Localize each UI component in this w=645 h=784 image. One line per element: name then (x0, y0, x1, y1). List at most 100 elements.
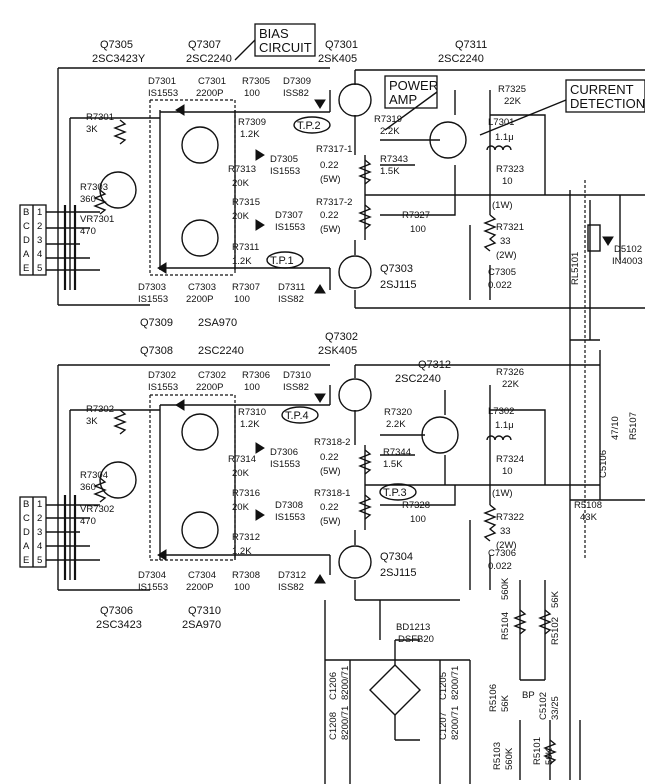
c5106-value: 47/10 (610, 416, 621, 440)
diode-d7302-symbol (175, 399, 185, 411)
r7316-value: 20K (232, 502, 250, 513)
r7327-value: 100 (410, 224, 426, 235)
r5102-label: R5102 (550, 617, 561, 645)
r7344-label: R7344 (383, 447, 411, 458)
q7309-type: 2SA970 (198, 317, 237, 329)
r7312-value: 1.2K (232, 546, 252, 557)
q7312-label: Q7312 (418, 359, 451, 371)
bias-callout-line2: CIRCUIT (259, 40, 312, 55)
bp-label: BP (522, 690, 535, 701)
r5103-label: R5103 (492, 742, 503, 770)
r7303-label: R7303 (80, 182, 108, 193)
num-top-2: 2 (37, 221, 42, 232)
r7304-label: R7304 (80, 470, 108, 481)
r5108-value: 43K (580, 512, 598, 523)
c1205-label: C1205 (438, 672, 449, 700)
fet-q7303-symbol (338, 255, 372, 289)
diodes (157, 99, 614, 584)
q7311-label: Q7311 (455, 39, 487, 51)
resistor-r7318-1-symbol (358, 494, 372, 520)
c7305-value: 0.022 (488, 280, 512, 291)
r7321-label: R7321 (496, 222, 524, 233)
inductors (486, 145, 601, 441)
tp3-ellipse (379, 483, 417, 501)
c7306-label: C7306 (488, 548, 516, 559)
q7310-type: 2SA970 (182, 619, 221, 631)
q7307-label: Q7307 (188, 39, 221, 51)
r7317-1-label: R7317-1 (316, 144, 352, 155)
r7314-value: 20K (232, 468, 250, 479)
transistor-q7310-symbol (181, 511, 219, 549)
r7301-label: R7301 (86, 112, 114, 123)
resistor-r7318-2-symbol (358, 449, 372, 475)
r7317-2-label: R7317-2 (316, 197, 352, 208)
r7314-label: R7314 (228, 454, 256, 465)
c7303-value: 2200P (186, 294, 213, 305)
q7302-label: Q7302 (325, 331, 358, 343)
c7301-value: 2200P (196, 88, 223, 99)
r7309-label: R7309 (238, 117, 266, 128)
r7320-value: 2.2K (386, 419, 406, 430)
d7311-type: ISS82 (278, 294, 304, 305)
d7312-type: ISS82 (278, 582, 304, 593)
d7308-type: IS1553 (275, 512, 305, 523)
resistor-r7317-1-symbol (358, 159, 372, 185)
resistor-r7301-symbol (113, 119, 127, 145)
channel-1-labels: Q7305 2SC3423Y Q7307 2SC2240 Q7301 2SK40… (80, 39, 526, 329)
r7322-label: R7322 (496, 512, 524, 523)
diode-d7303-symbol (157, 262, 167, 274)
resistor-r7321-symbol (483, 214, 497, 252)
r7323-watt: (1W) (492, 200, 513, 211)
c1206-label: C1206 (328, 672, 339, 700)
d7305-label: D7305 (270, 154, 298, 165)
num-top-1: 1 (37, 207, 42, 218)
d7303-type: IS1553 (138, 294, 168, 305)
d7306-type: IS1553 (270, 459, 300, 470)
num-top-4: 4 (37, 249, 42, 260)
r7321-watt: (2W) (496, 250, 517, 261)
q7305-label: Q7305 (100, 39, 133, 51)
r7325-value: 22K (504, 96, 522, 107)
q7309-label: Q7309 (140, 317, 173, 329)
resistor-r5102-symbol (538, 609, 552, 635)
diode-d7310-symbol (314, 393, 326, 403)
d7307-label: D7307 (275, 210, 303, 221)
tp1-label: T.P.1 (270, 255, 294, 267)
q7308-type: 2SC2240 (198, 345, 244, 357)
r7317-1-value: 0.22 (320, 160, 339, 171)
d5102-label: D5102 (614, 244, 642, 255)
q7301-label: Q7301 (325, 39, 358, 51)
r7318-2-label: R7318-2 (314, 437, 350, 448)
bd1213-type: DSFB20 (398, 634, 434, 645)
r7301-value: 3K (86, 124, 98, 135)
r7328-value: 100 (410, 514, 426, 525)
q7305-type: 2SC3423Y (92, 53, 146, 65)
diode-d7307-symbol (255, 219, 265, 231)
q7311-type: 2SC2240 (438, 53, 484, 65)
num-top-5: 5 (37, 263, 42, 274)
transistor-q7309-symbol (181, 219, 219, 257)
channel-2-labels: Q7308 2SC2240 Q7302 2SK405 Q7312 2SC2240… (80, 331, 524, 631)
resistor-zigzags (93, 119, 557, 765)
q7301-type: 2SK405 (318, 53, 357, 65)
q7310-label: Q7310 (188, 605, 221, 617)
resistor-r5104-symbol (513, 609, 527, 635)
q7304-label: Q7304 (380, 551, 413, 563)
d7305-type: IS1553 (270, 166, 300, 177)
fet-q7304-symbol (338, 545, 372, 579)
c7304-label: C7304 (188, 570, 216, 581)
resistor-r7304-symbol (93, 477, 107, 503)
pin-bot-a: A (23, 541, 30, 552)
r7311-label: R7311 (232, 242, 259, 253)
num-bot-2: 2 (37, 513, 42, 524)
r7313-value: 20K (232, 178, 250, 189)
d7306-label: D7306 (270, 447, 298, 458)
r5106-value: 56K (500, 694, 511, 712)
r7304-value: 360 (80, 482, 96, 493)
r7344-value: 1.5K (383, 459, 403, 470)
d7309-type: ISS82 (283, 88, 309, 99)
c7302-value: 2200P (196, 382, 223, 393)
r7315-value: 20K (232, 211, 250, 222)
r7309-value: 1.2K (240, 129, 260, 140)
diode-d7305-symbol (255, 149, 265, 161)
